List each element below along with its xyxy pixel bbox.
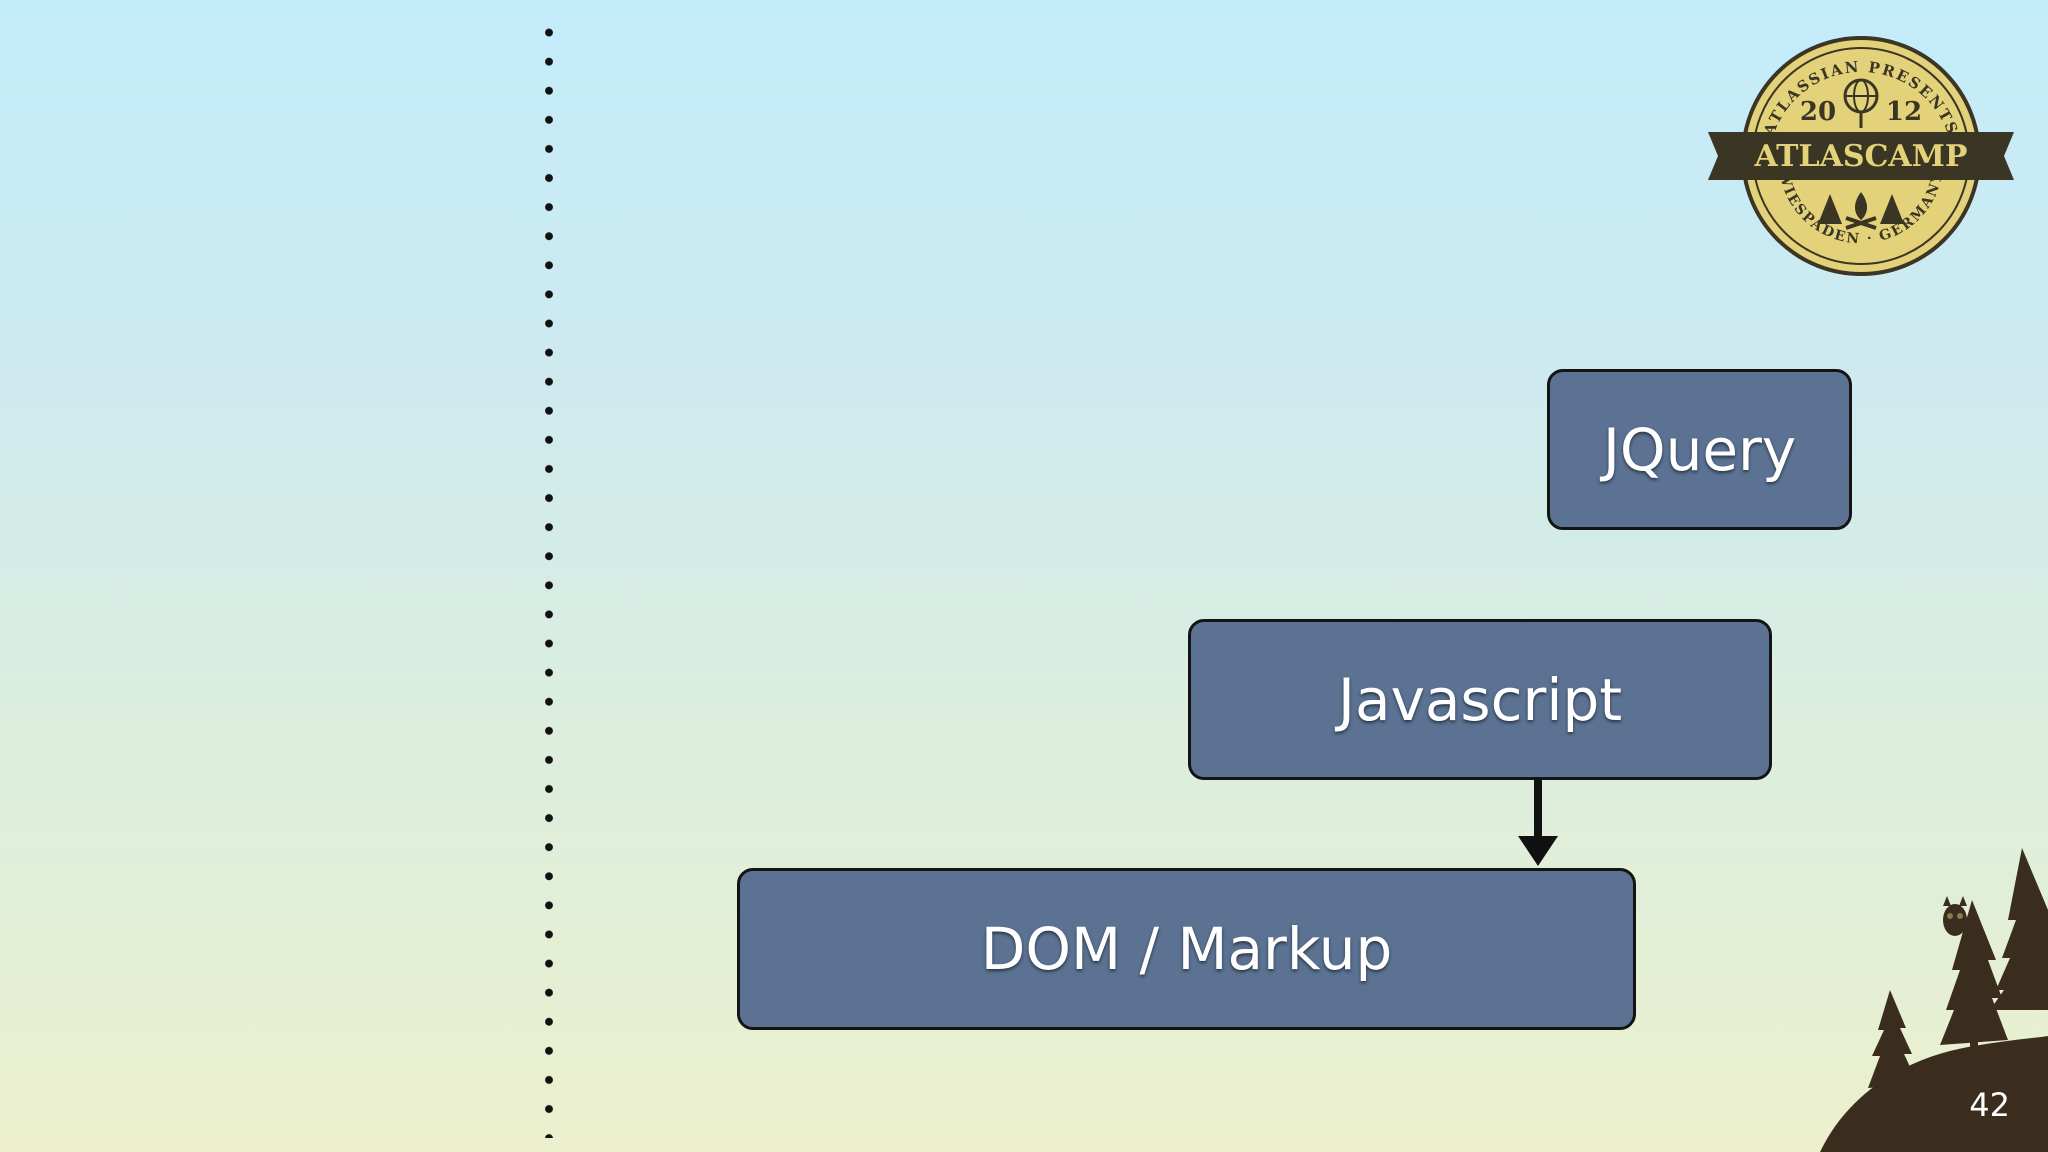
globe-icon	[1843, 78, 1879, 128]
badge-year-right: 12	[1886, 97, 1922, 127]
javascript-box: Javascript	[1188, 619, 1772, 780]
dotted-divider	[544, 18, 554, 1138]
javascript-to-dom-arrow	[1518, 778, 1558, 866]
dom-markup-box: DOM / Markup	[737, 868, 1636, 1030]
forest-hill-icon	[1820, 848, 2048, 1152]
atlascamp-badge-icon: ATLASSIAN PRESENTS WIESPADEN · GERMANY 2…	[1708, 36, 2014, 276]
owl-icon	[1943, 896, 1967, 936]
badge-year-left: 20	[1800, 97, 1836, 127]
campfire-icon	[1818, 192, 1904, 230]
jquery-box: JQuery	[1547, 369, 1852, 530]
badge-banner: ATLASCAMP	[1754, 139, 1968, 174]
page-number: 42	[1969, 1086, 2010, 1124]
